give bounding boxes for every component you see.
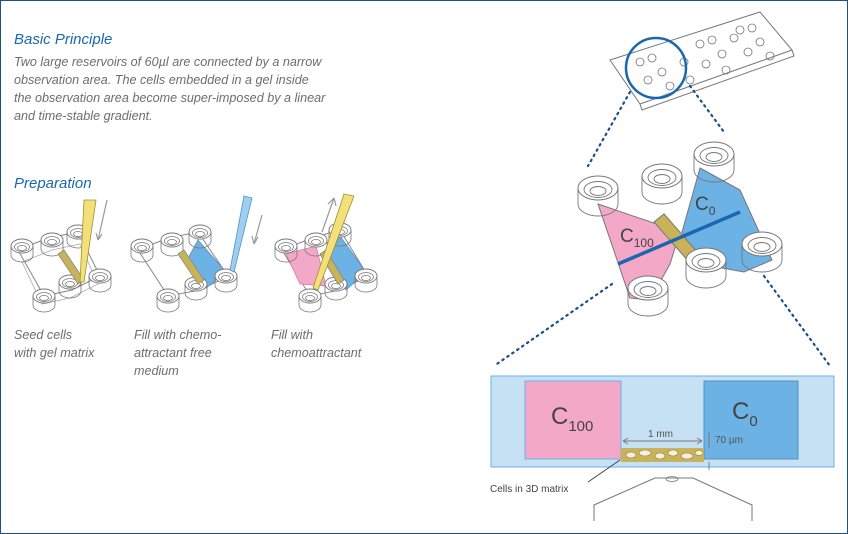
objective-outline: [593, 477, 753, 521]
zoom-lines: [492, 84, 832, 368]
basic-principle-text: Two large reservoirs of 60µl are connect…: [14, 55, 326, 123]
step1-illustration: [10, 199, 112, 313]
channel-c0-label: C0: [695, 194, 716, 218]
cross-section: C100 C0 1 mm 70 µm Cells in 3D matrix: [490, 375, 835, 521]
xsec-c100-label: C100: [551, 403, 593, 435]
step2-caption: Fill with chemo- attractant free medium: [134, 328, 222, 378]
channel-c100-label: C100: [620, 226, 654, 250]
step2-illustration: [130, 195, 263, 313]
step1-caption: Seed cells with gel matrix: [14, 328, 95, 360]
slide-illustration: [609, 11, 795, 111]
step3-illustration: [274, 193, 378, 313]
cells-label: Cells in 3D matrix: [490, 484, 568, 495]
channel-unit: C100 C0: [577, 141, 783, 317]
preparation-heading: Preparation: [14, 175, 92, 192]
step3-caption: Fill with chemoattractant: [271, 328, 362, 360]
cells: [625, 449, 704, 460]
basic-principle-heading: Basic Principle: [14, 31, 113, 48]
width-label: 1 mm: [648, 429, 673, 440]
c100-reservoir: [524, 380, 622, 460]
height-label: 70 µm: [715, 435, 743, 446]
c0-reservoir: [703, 380, 799, 460]
xsec-c0-label: C0: [732, 398, 758, 430]
